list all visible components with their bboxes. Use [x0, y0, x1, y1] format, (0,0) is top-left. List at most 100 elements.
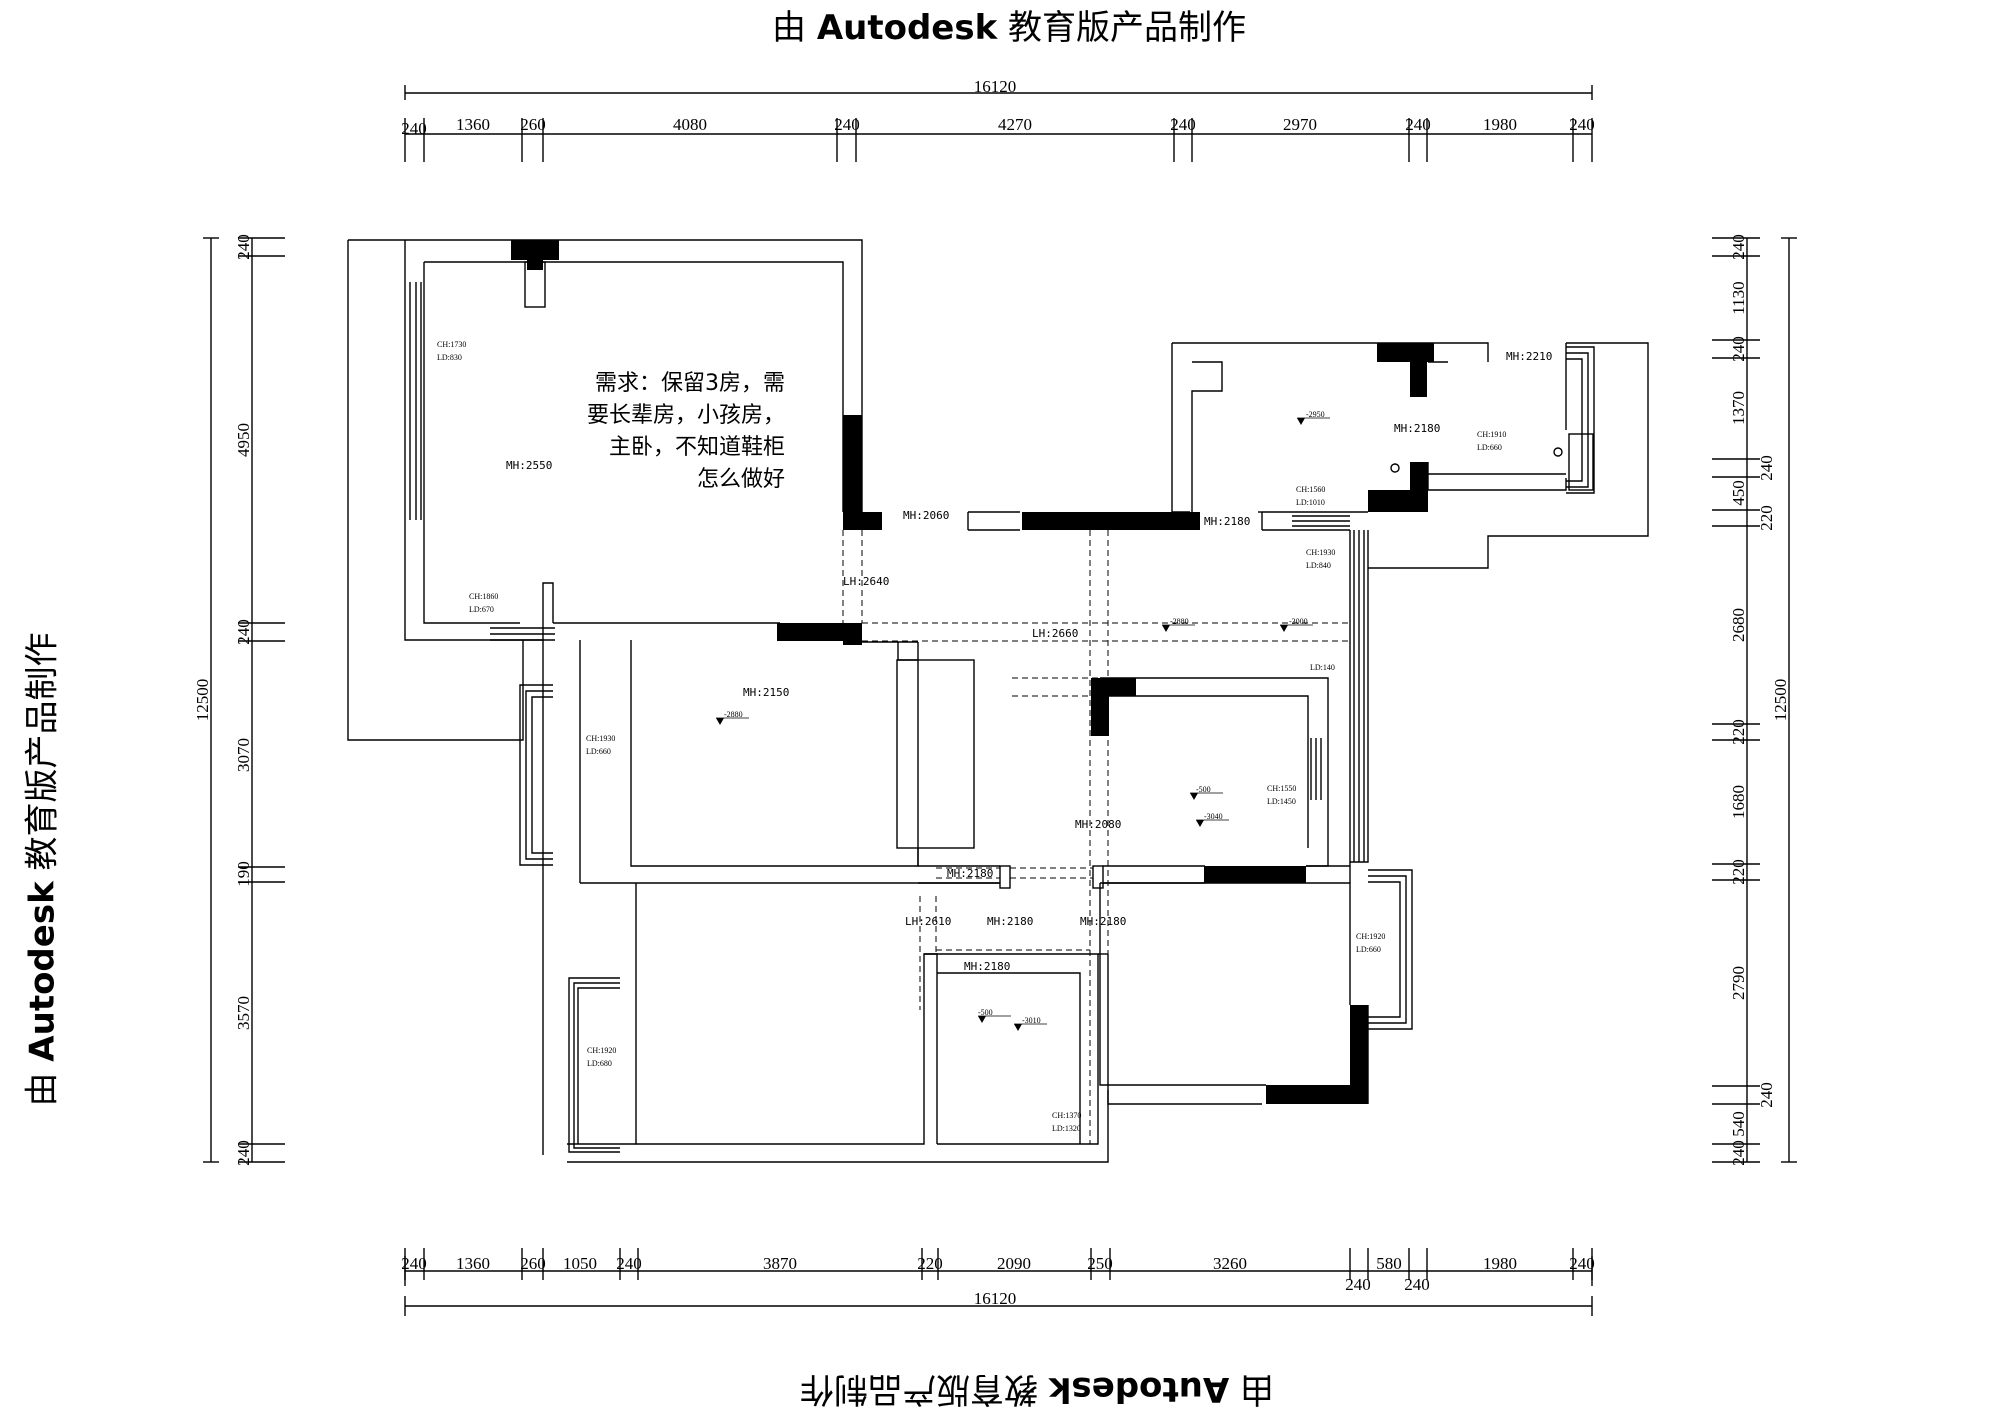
dim-text: 240 [1170, 115, 1196, 134]
level-markers: -2950 -2880 -3000 -2880 -500 -3040 -500 … [716, 410, 1330, 1031]
window-ch: CH:1860 [469, 592, 498, 601]
dim-text: 240 [1729, 1140, 1748, 1166]
window-ld: LD:1450 [1267, 797, 1296, 806]
mh-label: MH:2180 [1080, 915, 1126, 928]
dim-text: 240 [834, 115, 860, 134]
dim-text: 240 [1569, 115, 1595, 134]
window-ld: LD:1320 [1052, 1124, 1081, 1133]
note-line: 需求：保留3房，需 [595, 371, 785, 396]
dim-text: 240 [1757, 1082, 1776, 1108]
mh-label: MH:2060 [903, 509, 949, 522]
dim-text: 1370 [1729, 391, 1748, 425]
window-ch: CH:1370 [1052, 1111, 1081, 1120]
dim-text: 250 [1087, 1254, 1113, 1273]
dim-text: 3870 [763, 1254, 797, 1273]
dim-text: 220 [1729, 719, 1748, 745]
svg-text:-3040: -3040 [1204, 812, 1223, 821]
requirement-note: 需求：保留3房，需 要长辈房，小孩房， 主卧，不知道鞋柜 怎么做好 [540, 368, 785, 496]
note-line: 主卧，不知道鞋柜 [608, 435, 785, 460]
dim-text: 240 [1345, 1275, 1371, 1294]
dim-text: 190 [234, 861, 253, 887]
dim-text: 240 [234, 234, 253, 260]
lh-label: LH:2610 [905, 915, 951, 928]
level-marker: -2880 [716, 710, 749, 725]
dim-text: 240 [1404, 1275, 1430, 1294]
level-marker: -2950 [1297, 410, 1330, 425]
window-ld: LD:840 [1306, 561, 1331, 570]
note-line: 怎么做好 [696, 467, 785, 492]
dim-text: 260 [520, 115, 546, 134]
ld-label: LD:140 [1310, 663, 1335, 672]
structural-columns [511, 240, 1434, 1104]
dim-text: 240 [1405, 115, 1431, 134]
dim-text: 240 [234, 619, 253, 645]
dim-text: 540 [1729, 1111, 1748, 1137]
svg-text:-2950: -2950 [1306, 410, 1325, 419]
watermark-top: 由 Autodesk 教育版产品制作 [772, 8, 1247, 48]
dim-text: 240 [1729, 234, 1748, 260]
dim-text: 2790 [1729, 966, 1748, 1000]
right-dimension [1712, 237, 1797, 1163]
level-marker: -3010 [1014, 1016, 1047, 1031]
dim-text: 3070 [234, 738, 253, 772]
window-ch: CH:1550 [1267, 784, 1296, 793]
dashed-lines [842, 530, 1350, 1144]
dim-text: 1680 [1729, 785, 1748, 819]
dim-text: 240 [616, 1254, 642, 1273]
right-total-dim: 12500 [1771, 679, 1790, 722]
note-line: 要长辈房，小孩房， [586, 403, 785, 428]
svg-text:-3010: -3010 [1022, 1016, 1041, 1025]
dim-text: 2970 [1283, 115, 1317, 134]
walls [347, 239, 1649, 1163]
svg-text:-500: -500 [1196, 785, 1211, 794]
dim-text: 220 [1757, 505, 1776, 531]
level-marker: -2880 [1162, 617, 1195, 632]
mh-label: MH:2550 [506, 459, 552, 472]
dim-text: 4270 [998, 115, 1032, 134]
dim-text: 450 [1729, 480, 1748, 506]
window-ld: LD:680 [587, 1059, 612, 1068]
height-labels: MH:2550 MH:2060 MH:2180 MH:2210 MH:2180 … [506, 350, 1552, 973]
dim-text: 240 [401, 1254, 427, 1273]
window-ch: CH:1730 [437, 340, 466, 349]
top-dimension [404, 85, 1593, 162]
svg-text:-500: -500 [978, 1008, 993, 1017]
mh-label: MH:2180 [1394, 422, 1440, 435]
mh-label: MH:2180 [987, 915, 1033, 928]
top-total-dim: 16120 [974, 77, 1017, 96]
svg-text:-2880: -2880 [724, 710, 743, 719]
window-ch: CH:1910 [1477, 430, 1506, 439]
window-ch: CH:1930 [586, 734, 615, 743]
svg-text:-3000: -3000 [1289, 617, 1308, 626]
dim-text: 3260 [1213, 1254, 1247, 1273]
mh-label: MH:2180 [1204, 515, 1250, 528]
window-labels: CH:1730 LD:830 CH:1860 LD:670 CH:1910 LD… [437, 340, 1506, 1133]
window-ld: LD:1010 [1296, 498, 1325, 507]
dim-text: 1360 [456, 1254, 490, 1273]
dim-text: 260 [520, 1254, 546, 1273]
mh-label: MH:2150 [743, 686, 789, 699]
dim-text: 240 [1729, 336, 1748, 362]
svg-text:-2880: -2880 [1170, 617, 1189, 626]
window-ch: CH:1560 [1296, 485, 1325, 494]
left-total-dim: 12500 [193, 679, 212, 722]
level-marker: -500 [978, 1008, 1011, 1023]
dim-text: 2090 [997, 1254, 1031, 1273]
dim-text: 1980 [1483, 115, 1517, 134]
dim-text: 240 [1757, 455, 1776, 481]
level-marker: -3040 [1196, 812, 1229, 827]
dim-text: 1980 [1483, 1254, 1517, 1273]
dim-text: 240 [234, 1140, 253, 1166]
window-ld: LD:830 [437, 353, 462, 362]
dim-text: 580 [1376, 1254, 1402, 1273]
window-ld: LD:660 [1477, 443, 1502, 452]
lh-label: LH:2660 [1032, 627, 1078, 640]
dim-text: 1050 [563, 1254, 597, 1273]
dim-text: 2680 [1729, 608, 1748, 642]
dim-text: 4950 [234, 423, 253, 457]
window-ld: LD:660 [586, 747, 611, 756]
window-ch: CH:1920 [1356, 932, 1385, 941]
window-ld: LD:670 [469, 605, 494, 614]
window-ch: CH:1930 [1306, 548, 1335, 557]
